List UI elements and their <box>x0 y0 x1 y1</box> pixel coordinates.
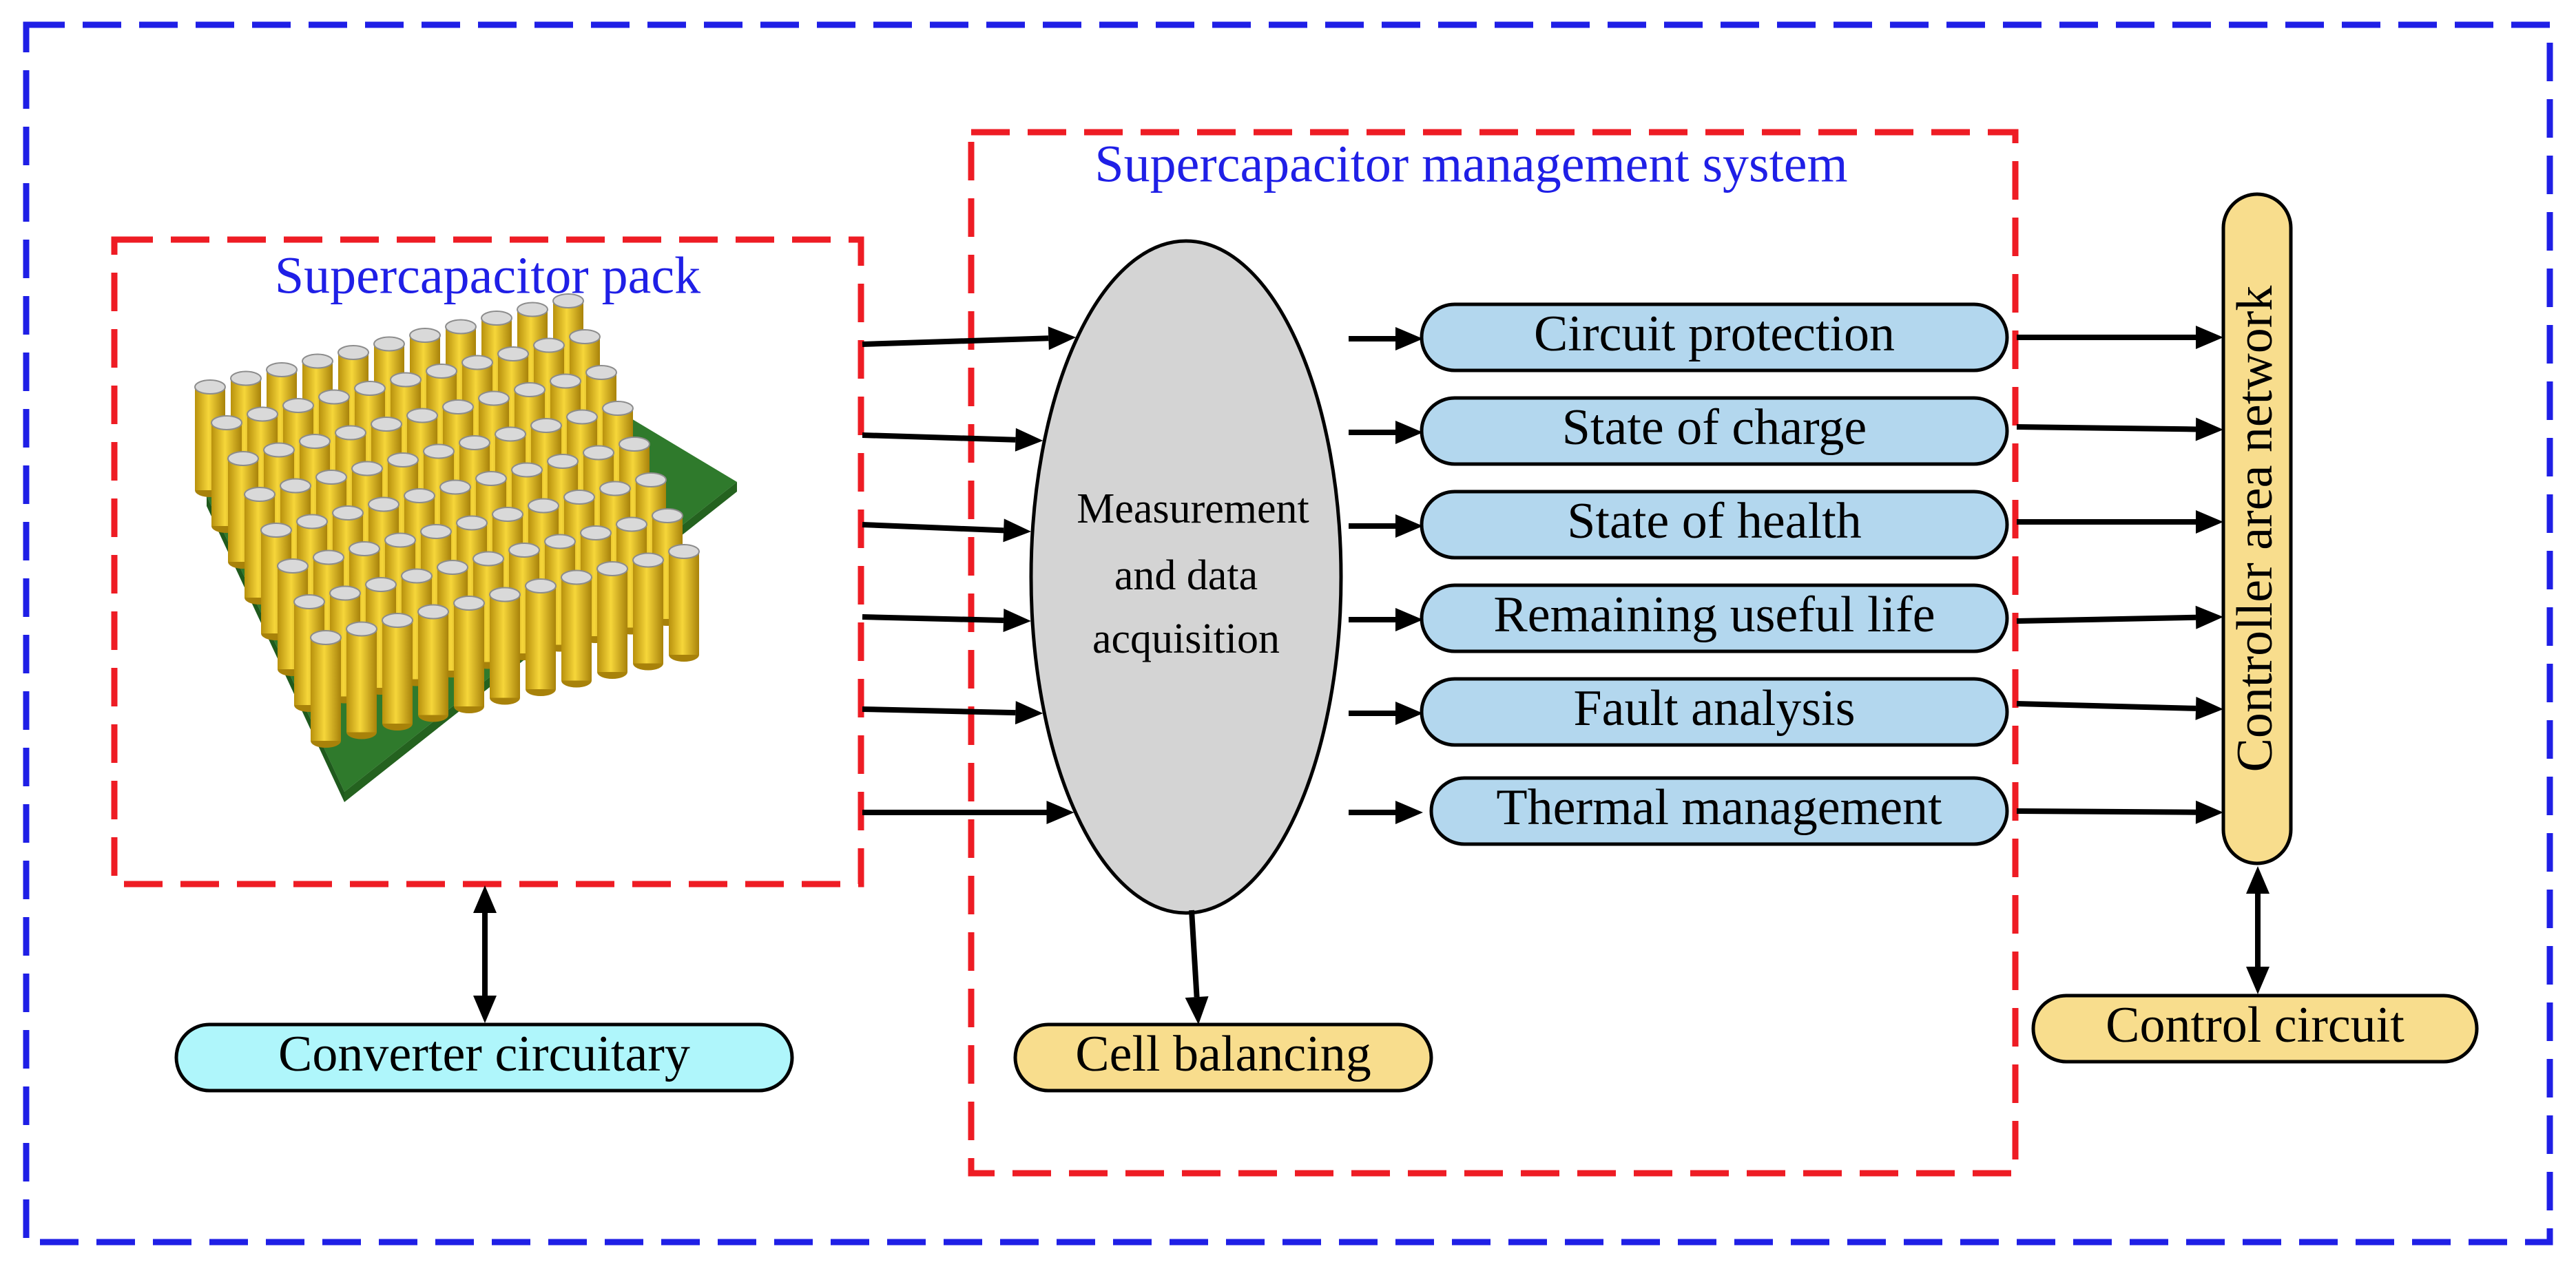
pack-input-arrows <box>862 326 1077 824</box>
module-can-arrow <box>2017 326 2223 349</box>
core-output-arrows <box>1349 327 1423 824</box>
converter-label: Converter circuitary <box>278 1026 690 1082</box>
module-can-arrow <box>2017 510 2223 534</box>
core-module-arrow <box>1349 514 1423 538</box>
module-state-of-health <box>1420 490 2009 560</box>
pack-title: Supercapacitor pack <box>275 246 700 304</box>
input-arrow <box>862 701 1043 725</box>
capacitor-cell <box>561 569 592 688</box>
module-list: Circuit protection State of charge State… <box>1420 302 2009 846</box>
input-arrow <box>862 518 1032 543</box>
core-module-arrow <box>1349 608 1423 631</box>
balancing-arrow-line <box>1185 910 1209 1025</box>
capacitor-cell <box>489 587 521 705</box>
core-module-arrow <box>1349 801 1423 824</box>
cell-balancing-box <box>1013 1022 1433 1093</box>
pack-converter-link <box>473 885 497 1023</box>
pack-group-border <box>111 236 864 887</box>
core-module-arrow <box>1349 327 1423 350</box>
can-label: Controller area network <box>2227 286 2283 773</box>
module-remaining-useful-life <box>1420 583 2009 653</box>
module-can-arrow <box>2016 800 2223 824</box>
capacitor-cell <box>668 544 700 662</box>
core-line-1: Measurement <box>1077 485 1309 532</box>
module-label: Thermal management <box>1496 779 1942 836</box>
input-arrow <box>862 801 1074 824</box>
supercapacitor-pack-photo <box>194 293 737 802</box>
capacitor-cell <box>417 604 449 722</box>
cell-balancing-label: Cell balancing <box>1075 1026 1371 1082</box>
outer-system-border <box>23 21 2553 1246</box>
capacitor-cell <box>453 596 485 713</box>
core-module-arrow <box>1349 702 1423 725</box>
sms-title: Supercapacitor management system <box>1094 135 1847 193</box>
pack-converter-arrow <box>473 885 497 1023</box>
control-circuit-label: Control circuit <box>2106 997 2404 1053</box>
capacitor-cell <box>632 552 664 671</box>
balancing-arrow <box>1185 910 1209 1025</box>
can-control-arrow <box>2246 866 2269 994</box>
module-label: Circuit protection <box>1534 306 1895 362</box>
module-can-arrow <box>2016 417 2223 441</box>
input-arrow <box>862 609 1031 633</box>
module-can-arrow <box>2016 696 2223 720</box>
module-can-arrows <box>2016 326 2223 824</box>
capacitor-cell <box>310 630 342 748</box>
module-label: State of charge <box>1562 399 1867 456</box>
module-state-of-charge <box>1420 396 2009 466</box>
control-circuit-box <box>2031 994 2479 1064</box>
input-arrow <box>862 428 1043 452</box>
capacitor-cell <box>346 621 377 739</box>
input-arrow <box>862 326 1077 350</box>
capacitor-cell <box>525 578 557 696</box>
module-can-arrow <box>2016 605 2223 629</box>
controller-area-network-bar <box>2221 192 2293 865</box>
capacitor-cell <box>596 561 628 679</box>
module-label: State of health <box>1567 493 1861 549</box>
module-thermal-management <box>1429 776 2009 846</box>
module-label: Fault analysis <box>1573 680 1855 737</box>
core-module-arrow <box>1349 421 1423 444</box>
capacitor-cell <box>382 613 413 731</box>
module-circuit-protection <box>1420 302 2009 372</box>
core-line-2: and data <box>1114 552 1258 599</box>
module-fault-analysis <box>1420 677 2009 747</box>
sms-group-border <box>968 129 2019 1177</box>
measurement-core <box>1029 239 1343 915</box>
core-line-3: acquisition <box>1092 616 1280 662</box>
can-control-link <box>2246 866 2269 994</box>
module-label: Remaining useful life <box>1493 587 1935 643</box>
converter-circuitary-box <box>174 1022 794 1093</box>
